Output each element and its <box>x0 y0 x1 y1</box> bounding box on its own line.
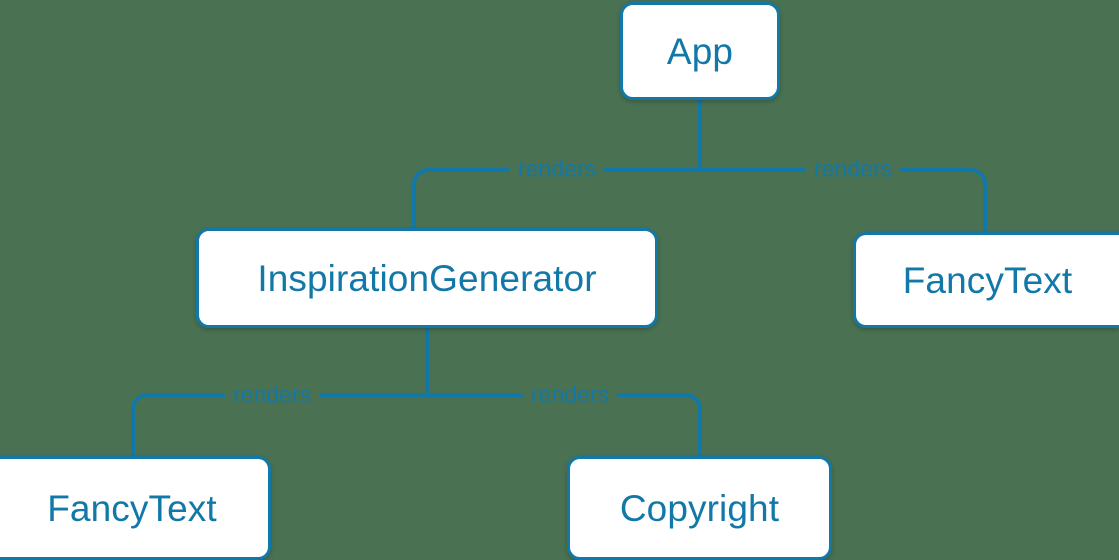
edge-label-app-inspgen: renders <box>510 157 604 181</box>
node-app[interactable]: App <box>620 2 780 100</box>
edge-inspgen-to-copyright <box>427 393 702 456</box>
node-fancytext-left[interactable]: FancyText <box>0 456 271 560</box>
node-app-label: App <box>666 30 734 72</box>
edge-label-inspgen-copyright: renders <box>523 383 617 407</box>
edge-label-app-fancytext-right: renders <box>806 157 900 181</box>
node-copyright[interactable]: Copyright <box>567 456 832 560</box>
node-inspiration-generator-label: InspirationGenerator <box>257 257 597 299</box>
node-inspiration-generator[interactable]: InspirationGenerator <box>196 228 658 328</box>
edge-app-to-fancytext-right <box>700 168 987 232</box>
node-copyright-label: Copyright <box>619 487 780 529</box>
edge-inspgen-to-fancytext-left <box>131 393 427 456</box>
edge-app-to-inspgen <box>412 168 700 228</box>
edge-label-inspgen-fancytext-left: renders <box>225 383 319 407</box>
node-fancytext-right-label: FancyText <box>902 259 1073 301</box>
node-fancytext-left-label: FancyText <box>47 487 217 529</box>
node-fancytext-right[interactable]: FancyText <box>853 232 1119 328</box>
